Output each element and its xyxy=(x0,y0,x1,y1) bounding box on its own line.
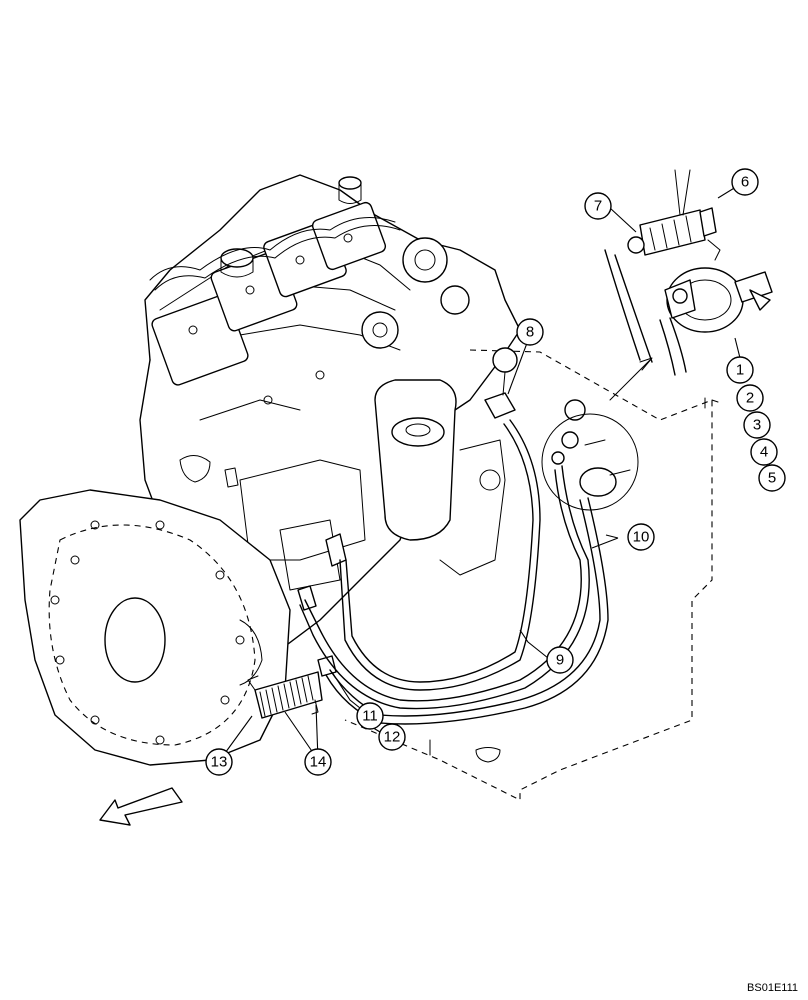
svg-text:9: 9 xyxy=(556,652,564,669)
callout-14: 14 xyxy=(304,748,332,776)
engine-block xyxy=(139,174,521,681)
switch-assembly-detail xyxy=(604,169,773,376)
svg-text:2: 2 xyxy=(746,390,754,407)
figure-code: BS01E111 xyxy=(747,982,798,994)
detail-circle xyxy=(541,357,653,511)
svg-text:3: 3 xyxy=(753,417,761,434)
callout-12: 12 xyxy=(378,723,406,751)
wire-harness xyxy=(299,419,609,725)
callout-7: 7 xyxy=(584,192,612,220)
svg-text:8: 8 xyxy=(526,324,534,341)
callout-10: 10 xyxy=(627,523,655,551)
callout-5: 5 xyxy=(758,464,786,492)
svg-text:14: 14 xyxy=(310,754,327,771)
callout-2: 2 xyxy=(736,384,764,412)
heater-coil xyxy=(247,671,323,719)
flywheel-housing xyxy=(19,489,291,766)
callout-9: 9 xyxy=(546,646,574,674)
callout-13: 13 xyxy=(205,748,233,776)
callout-3: 3 xyxy=(743,411,771,439)
svg-text:4: 4 xyxy=(760,444,768,461)
callout-1: 1 xyxy=(726,356,754,384)
svg-text:6: 6 xyxy=(741,174,749,191)
callout-4: 4 xyxy=(750,438,778,466)
svg-text:10: 10 xyxy=(633,529,650,546)
switch-cluster xyxy=(484,347,586,421)
engine-sensors xyxy=(297,533,347,677)
direction-arrow xyxy=(99,787,183,826)
svg-text:5: 5 xyxy=(768,470,776,487)
callout-11: 11 xyxy=(356,702,384,730)
callout-8: 8 xyxy=(516,318,544,346)
svg-text:13: 13 xyxy=(211,754,228,771)
svg-text:1: 1 xyxy=(736,362,744,379)
svg-text:7: 7 xyxy=(594,198,602,215)
svg-text:11: 11 xyxy=(362,708,378,725)
callout-6: 6 xyxy=(731,168,759,196)
svg-text:12: 12 xyxy=(384,729,401,746)
